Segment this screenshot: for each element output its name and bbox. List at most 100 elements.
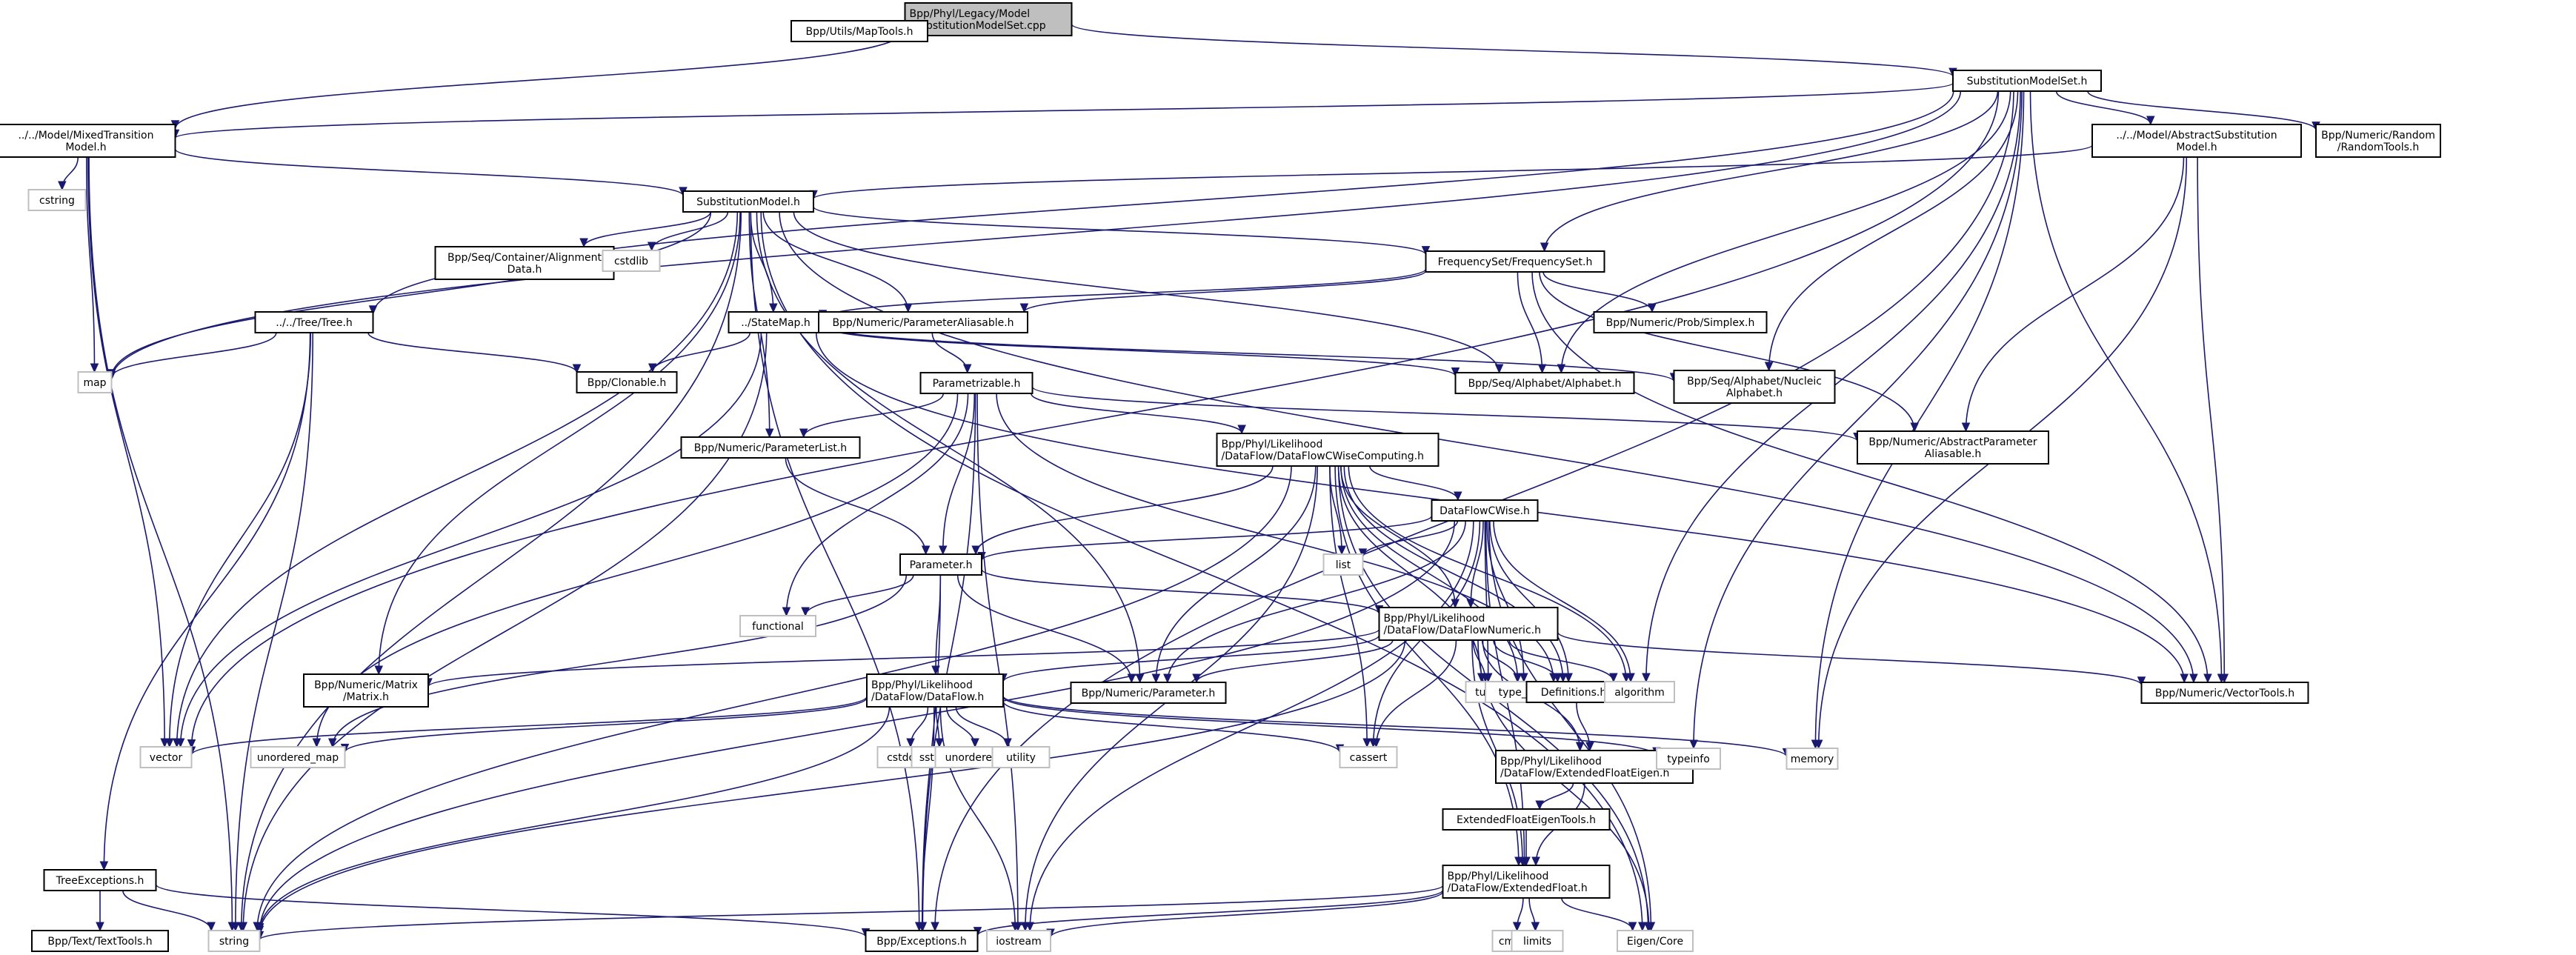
edge-line (1543, 90, 1999, 252)
arrowhead-icon (1011, 922, 1020, 932)
node-label: algorithm (1614, 687, 1665, 699)
node-label: cstdlib (614, 256, 648, 267)
node-memory: memory (1785, 748, 1839, 770)
node-box (991, 746, 1051, 768)
nodes-layer: Bpp/Phyl/Legacy/Model/SubstitutionModelS… (0, 2, 2441, 952)
edge-line (174, 30, 906, 129)
arrowhead-icon (1764, 362, 1774, 372)
node-box (2140, 682, 2309, 704)
arrowhead-icon (1337, 545, 1346, 556)
node-randomtools[interactable]: Bpp/Numeric/Random/RandomTools.h (2315, 124, 2441, 158)
edge-line (1508, 639, 1614, 682)
edge-line (921, 706, 935, 931)
node-box (1593, 311, 1768, 333)
edge-line (1031, 386, 1858, 442)
node-paramlist[interactable]: Bpp/Numeric/ParameterList.h (680, 436, 861, 459)
edge-parametrizable-to-iostream (976, 393, 1022, 932)
node-label: /DataFlow/ExtendedFloatEigen.h (1500, 768, 1669, 779)
node-box (2315, 124, 2441, 158)
arrowhead-icon (1537, 364, 1547, 374)
node-parametrizable[interactable]: Parametrizable.h (919, 372, 1034, 394)
arrowhead-icon (917, 922, 927, 932)
edge-efeigen-to-efeigentools (1535, 782, 1574, 811)
edge-extfloat-to-limits (1528, 897, 1540, 932)
node-root[interactable]: Bpp/Phyl/Legacy/Model/SubstitutionModelS… (904, 2, 1073, 36)
node-label: typeinfo (1667, 753, 1710, 765)
arrowhead-icon (1466, 599, 1475, 609)
node-freqset[interactable]: FrequencySet/FrequencySet.h (1425, 250, 1605, 273)
edge-dfcwc-to-cassert (1329, 465, 1371, 748)
node-efeigentools[interactable]: ExtendedFloatEigenTools.h (1442, 808, 1611, 831)
node-clonable[interactable]: Bpp/Clonable.h (576, 371, 678, 393)
node-label: FrequencySet/FrequencySet.h (1438, 256, 1593, 268)
node-box (1454, 372, 1635, 394)
edge-tree-to-map (107, 332, 277, 379)
node-dfnumeric[interactable]: Bpp/Phyl/Likelihood/DataFlow/DataFlowNum… (1378, 607, 1559, 641)
node-numparam[interactable]: Bpp/Numeric/Parameter.h (1070, 682, 1227, 704)
node-simplex[interactable]: Bpp/Numeric/Prob/Simplex.h (1593, 311, 1768, 333)
node-exceptions[interactable]: Bpp/Exceptions.h (865, 930, 979, 952)
edge-sms-to-freqset (1540, 90, 1999, 253)
node-dataflow[interactable]: Bpp/Phyl/Likelihood/DataFlow/DataFlow.h (866, 673, 1004, 708)
edge-line (1531, 271, 2209, 683)
node-texttools[interactable]: Bpp/Text/TextTools.h (31, 930, 169, 952)
edge-definitions-to-efeigen (1576, 702, 1594, 752)
node-label: unordered_map (257, 752, 339, 764)
edge-tree-to-clonable (367, 332, 582, 374)
node-tree[interactable]: ../../Tree/Tree.h (254, 311, 374, 333)
edge-freqset-to-vectortools (1531, 271, 2212, 684)
node-treeexc[interactable]: TreeExceptions.h (43, 869, 157, 891)
edge-parametrizable-to-parameter (938, 393, 976, 556)
node-dfcwise[interactable]: DataFlowCWise.h (1431, 499, 1539, 522)
node-box (1952, 70, 2102, 92)
edge-line (750, 211, 920, 931)
edge-parameter-to-dfnumeric (981, 568, 1384, 615)
arrowhead-icon (327, 738, 337, 748)
edge-line (103, 332, 311, 871)
node-label: ../../Model/MixedTransition (18, 130, 153, 142)
arrowhead-icon (374, 665, 383, 676)
node-maptools[interactable]: Bpp/Utils/MapTools.h (791, 20, 928, 42)
node-label: functional (752, 621, 804, 633)
node-box (899, 553, 982, 576)
arrowhead-icon (1512, 922, 1522, 932)
edge-line (975, 465, 1274, 555)
node-box (576, 371, 678, 393)
edge-line (760, 211, 1643, 931)
arrowhead-icon (2137, 676, 2146, 686)
edge-submodel-to-matrix (374, 211, 741, 676)
arrowhead-icon (801, 607, 810, 617)
edge-sms-to-mixed (170, 82, 1954, 139)
edge-line (176, 211, 739, 748)
node-parameter[interactable]: Parameter.h (899, 553, 982, 576)
node-alphabet[interactable]: Bpp/Seq/Alphabet/Alphabet.h (1454, 372, 1635, 394)
node-label: cstring (39, 195, 75, 207)
node-statemap[interactable]: ../StateMap.h (728, 311, 824, 333)
arrowhead-icon (2203, 673, 2212, 684)
edge-line (1486, 520, 1525, 682)
arrowhead-icon (799, 428, 808, 439)
node-submodel[interactable]: SubstitutionModel.h (682, 190, 814, 213)
node-extfloat[interactable]: Bpp/Phyl/Likelihood/DataFlow/ExtendedFlo… (1442, 865, 1611, 899)
node-dfcwc[interactable]: Bpp/Phyl/Likelihood/DataFlow/DataFlowCWi… (1216, 433, 1440, 467)
edge-line (1517, 271, 1543, 373)
edge-dfcwise-to-typetraits (1486, 520, 1528, 683)
node-vectortools[interactable]: Bpp/Numeric/VectorTools.h (2140, 682, 2309, 704)
node-matrix[interactable]: Bpp/Numeric/Matrix/Matrix.h (303, 673, 429, 708)
edge-mixed-to-map (86, 156, 99, 373)
edge-extfloat-to-string (255, 885, 1444, 941)
arrowhead-icon (1585, 742, 1594, 752)
node-label: Alphabet.h (1726, 387, 1783, 399)
node-paramalias[interactable]: Bpp/Numeric/ParameterAliasable.h (818, 311, 1028, 333)
node-box (866, 673, 1004, 708)
edge-treeexc-to-texttools (96, 891, 104, 932)
node-sms[interactable]: SubstitutionModelSet.h (1952, 70, 2102, 92)
arrowhead-icon (239, 922, 248, 932)
node-vector: vector (139, 746, 193, 768)
